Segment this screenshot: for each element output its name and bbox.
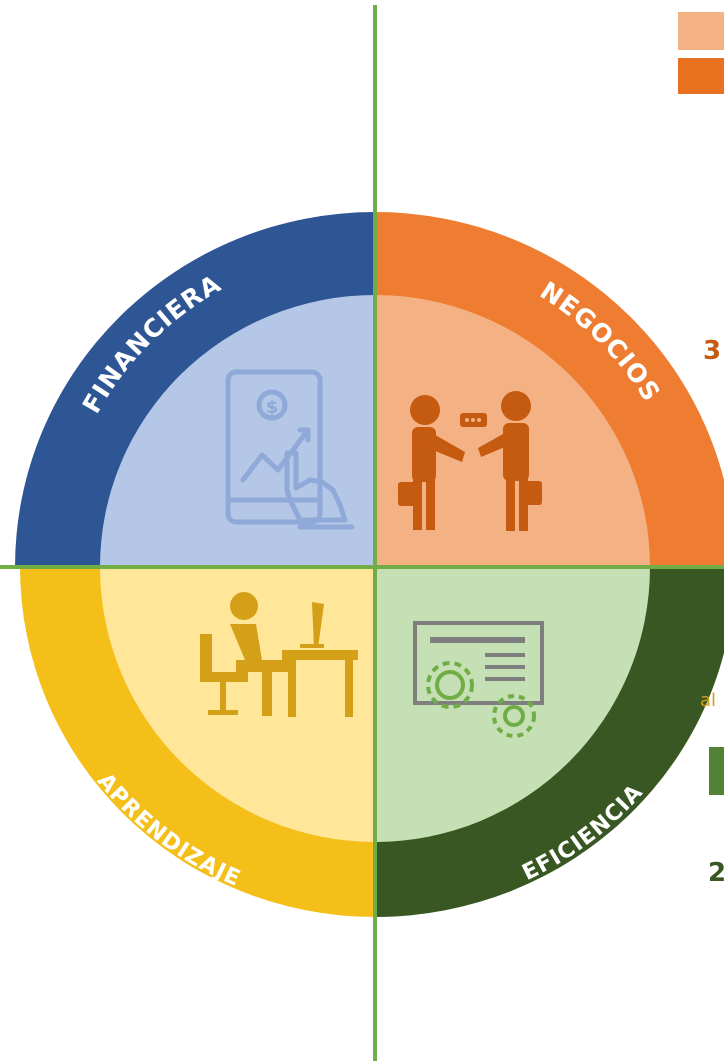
business-handshake-icon — [398, 391, 542, 531]
cut-text-fragment: al — [700, 690, 717, 711]
svg-text:$: $ — [266, 397, 279, 418]
gears-document-icon — [413, 621, 544, 738]
legend-swatch-green — [709, 747, 724, 795]
aprendizaje-inner — [100, 567, 375, 842]
desk-worker-icon — [200, 592, 358, 717]
legend-swatch-dark — [678, 58, 724, 94]
legend-swatch-light — [678, 12, 724, 50]
cut-number-bottom: 2 — [708, 858, 724, 888]
tablet-finance-icon: $ — [225, 369, 355, 530]
cut-number-top: 3 — [703, 336, 722, 366]
